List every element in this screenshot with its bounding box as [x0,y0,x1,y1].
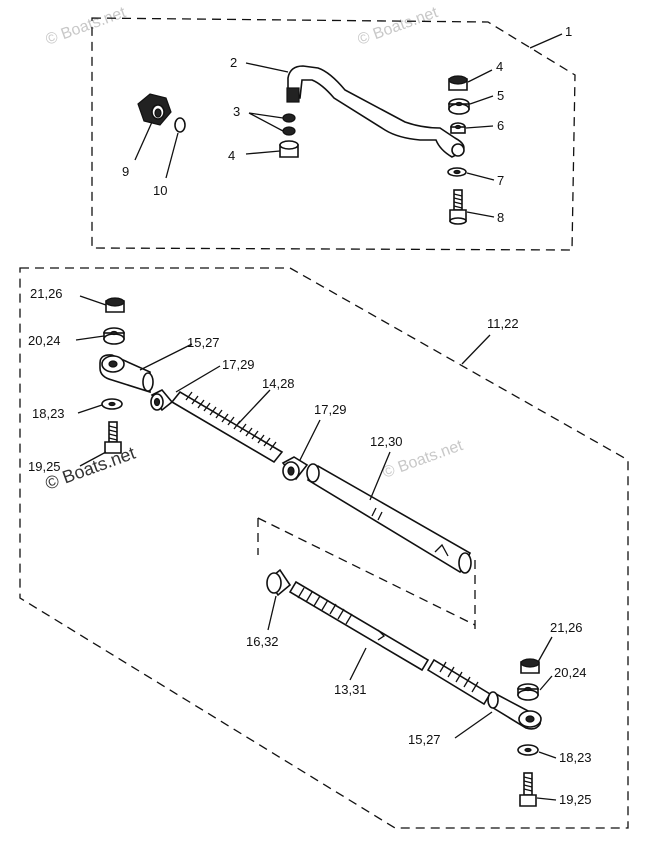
leader-6 [465,125,494,129]
callout-14-28: 14,28 [262,376,295,391]
callout-13-31: 13,31 [334,682,367,697]
washer-18-23-left [101,398,123,410]
nut-4-left [279,140,299,158]
leader-3 [248,112,284,132]
callout-19-25-left: 19,25 [28,459,61,474]
callout-3: 3 [233,104,240,119]
nut-21-26-left [105,297,125,313]
leader-13-31 [349,647,367,681]
callout-20-24-left: 20,24 [28,333,61,348]
threaded-rod-13-31 [288,580,430,672]
callout-4-right: 4 [496,59,503,74]
washer-7 [447,167,467,177]
leader-4-left [245,150,281,155]
callout-21-26-right: 21,26 [550,620,583,635]
rod-end-15-27-left [99,354,154,394]
callout-21-26-left: 21,26 [30,286,63,301]
watermark-top-left: © Boats.net [44,4,129,49]
callout-17-29-left: 17,29 [222,357,255,372]
leader-20-24-right [539,675,553,691]
leader-21-26-left [79,295,107,306]
callout-12-30: 12,30 [370,434,403,449]
callout-18-23-left: 18,23 [32,406,65,421]
washer-18-23-right [517,744,539,756]
callout-15-27-right: 15,27 [408,732,441,747]
threaded-rod-short [426,658,492,706]
leader-18-23-left [77,404,103,414]
callout-9: 9 [122,164,129,179]
leader-15-27-left [139,343,193,371]
watermark-top-right: © Boats.net [356,4,441,49]
rod-end-15-27-right [487,691,542,730]
bushing-6 [450,122,466,134]
nut-9 [137,93,172,126]
leader-19-25-left [79,451,107,467]
callout-20-24-right: 20,24 [554,665,587,680]
bushing-20-24-right [517,683,539,701]
collar-17-29-middle [281,456,309,481]
leader-20-24-left [75,335,105,341]
callout-15-27-left: 15,27 [187,335,220,350]
leader-12-30 [369,451,391,501]
o-ring-10 [174,117,186,133]
leader-2 [245,62,289,73]
leader-7 [466,172,495,181]
nut-4-right [448,75,468,91]
nut-3 [282,113,296,136]
callout-18-23-right: 18,23 [559,750,592,765]
bolt-19-25-left [104,421,122,454]
bolt-8 [449,189,467,225]
leader-8 [466,211,495,218]
tube-12-30 [306,463,472,574]
leader-16-32 [267,595,277,631]
leader-21-26-right [537,636,553,663]
callout-6: 6 [497,118,504,133]
leader-17-29-middle [299,419,321,461]
callout-7: 7 [497,173,504,188]
leader-15-27-right [454,711,493,739]
leader-14-28 [237,389,271,425]
callout-17-29-middle: 17,29 [314,402,347,417]
callout-2: 2 [230,55,237,70]
callout-19-25-right: 19,25 [559,792,592,807]
callout-5: 5 [497,88,504,103]
callout-8: 8 [497,210,504,225]
lower-assembly-outline [19,267,629,829]
leader-11-22 [461,334,491,365]
leader-19-25-right [536,797,557,801]
leader-5 [469,95,494,105]
threaded-rod-14-28 [170,390,284,464]
bolt-19-25-right [519,772,537,807]
callout-16-32: 16,32 [246,634,279,649]
collar-17-29-left [150,389,174,412]
nut-21-26-right [520,658,540,674]
leader-18-23-right [538,751,557,759]
leader-17-29-left [175,365,221,393]
leader-1 [529,33,563,49]
bushing-20-24-left [103,327,125,345]
callout-11-22: 11,22 [487,316,519,331]
callout-10: 10 [153,183,167,198]
link-rod [286,65,465,158]
inner-bracket [257,517,476,635]
washer-5 [448,98,470,115]
leader-10 [165,132,179,179]
spacer-16-32 [266,568,292,597]
callout-4-left: 4 [228,148,235,163]
upper-assembly-outline [91,17,576,251]
leader-9 [134,121,153,161]
callout-1: 1 [565,24,572,39]
leader-4-right [467,69,493,83]
